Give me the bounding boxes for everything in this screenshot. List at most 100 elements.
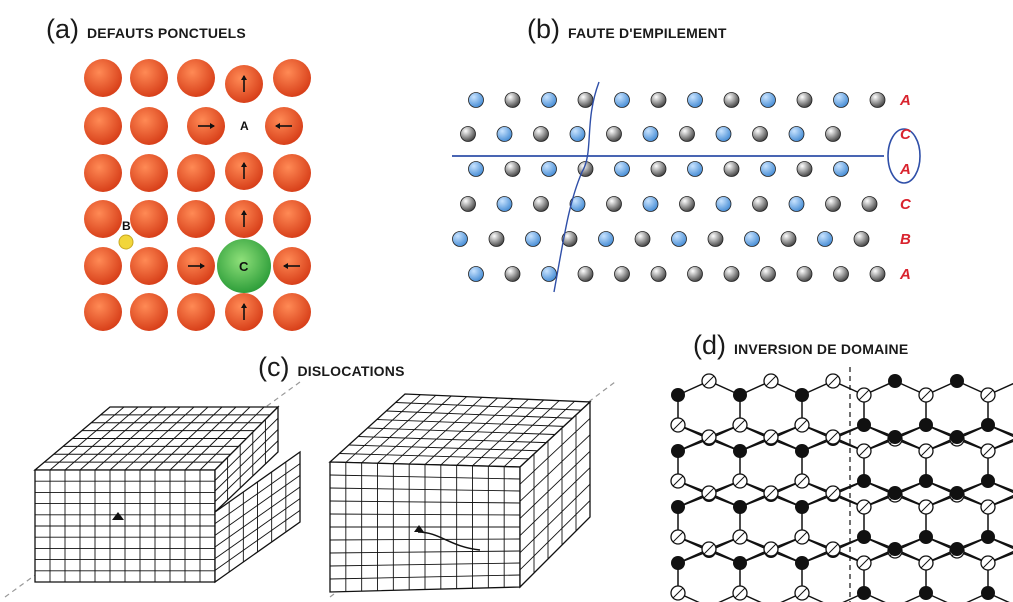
open-atom-slash — [920, 389, 932, 401]
stacking-letter: C — [900, 196, 912, 213]
substitutional-atom — [217, 239, 271, 293]
open-atom-slash — [765, 487, 777, 499]
grey-atom — [752, 126, 768, 142]
blue-atom — [452, 231, 468, 247]
filled-atom — [981, 530, 995, 544]
blue-atom — [541, 266, 557, 282]
grey-atom — [679, 196, 695, 212]
open-atom-slash — [827, 431, 839, 443]
filled-atom — [919, 586, 933, 600]
grey-atom — [460, 126, 476, 142]
grid-line — [214, 463, 301, 525]
filled-atom — [950, 374, 964, 388]
stacking-letter: B — [900, 231, 911, 248]
stacking-letter: A — [899, 266, 911, 283]
open-atom-slash — [765, 543, 777, 555]
filled-atom — [857, 474, 871, 488]
screw-dislocation-symbol — [414, 525, 424, 532]
grid-line — [519, 434, 591, 502]
open-atom-slash — [703, 431, 715, 443]
blue-atom — [687, 92, 703, 108]
grey-atom — [533, 196, 549, 212]
grid-line — [329, 562, 521, 567]
filled-atom — [795, 444, 809, 458]
grey-atom — [650, 92, 667, 108]
filled-atom — [733, 388, 747, 402]
grey-atom — [561, 231, 578, 247]
open-atom-slash — [734, 531, 746, 543]
edge-dislocation-symbol — [112, 512, 124, 520]
grid-line — [395, 402, 582, 411]
filled-atom — [795, 500, 809, 514]
open-atom-slash — [858, 389, 870, 401]
site-label-b: B — [122, 219, 131, 233]
blue-atom — [642, 196, 659, 212]
open-atom-slash — [920, 557, 932, 569]
blue-atom — [598, 231, 614, 247]
grid-line — [519, 483, 591, 554]
grey-atom — [606, 126, 622, 142]
stacking-letter: A — [899, 92, 911, 109]
grey-atom — [861, 196, 878, 212]
arrowhead — [241, 162, 247, 167]
grey-atom — [650, 161, 667, 177]
grey-atom — [833, 266, 849, 282]
domain-inversion-diagram — [670, 367, 1013, 602]
fault-curve-line — [553, 81, 600, 293]
grid-line — [214, 509, 301, 571]
grid-line — [339, 453, 529, 460]
blue-atom — [468, 92, 484, 108]
panel-c-label: (c) DISLOCATIONS — [258, 352, 405, 383]
screw-block-side-outline — [519, 400, 591, 589]
host-atom — [130, 200, 168, 238]
interstitial-atom — [118, 234, 134, 250]
host-atom — [84, 293, 122, 331]
blue-atom — [760, 92, 776, 108]
panel-b-letter: (b) — [527, 14, 560, 44]
blue-atom — [642, 126, 659, 142]
filled-atom — [671, 444, 685, 458]
grey-atom — [504, 92, 521, 108]
panel-b-title: FAUTE D'EMPILEMENT — [568, 25, 727, 41]
blue-atom — [833, 92, 849, 108]
panel-d-label: (d) INVERSION DE DOMAINE — [693, 330, 908, 361]
open-atom-slash — [703, 375, 715, 387]
grey-atom — [634, 231, 651, 247]
host-atom — [130, 107, 168, 145]
open-atom-slash — [796, 587, 808, 599]
blue-atom — [833, 161, 849, 177]
panel-c-title: DISLOCATIONS — [297, 363, 405, 379]
host-atom — [273, 59, 311, 97]
grey-atom — [796, 266, 813, 282]
edge-block-front — [34, 469, 216, 583]
filled-atom — [888, 486, 902, 500]
grid-line — [214, 429, 279, 492]
grey-atom — [780, 231, 797, 247]
grid-line — [329, 513, 521, 516]
blue-atom — [760, 161, 776, 177]
grid-line — [348, 444, 538, 452]
open-atom-slash — [734, 419, 746, 431]
open-atom-slash — [858, 445, 870, 457]
grey-atom — [577, 266, 594, 282]
filled-atom — [733, 556, 747, 570]
filled-atom — [733, 444, 747, 458]
filled-atom — [919, 418, 933, 432]
panel-a-label: (a) DEFAUTS PONCTUELS — [46, 14, 246, 45]
open-atom-slash — [796, 475, 808, 487]
edge-step-side — [214, 450, 301, 584]
grid-line — [376, 419, 564, 427]
grey-atom — [752, 196, 768, 212]
open-atom-slash — [982, 389, 994, 401]
grey-atom — [707, 231, 724, 247]
edge-block-side — [214, 405, 279, 514]
open-atom-slash — [858, 557, 870, 569]
blue-atom — [496, 126, 513, 142]
filled-atom — [857, 418, 871, 432]
open-atom-slash — [672, 587, 684, 599]
filled-atom — [950, 430, 964, 444]
grid-line — [329, 574, 521, 580]
filled-atom — [857, 530, 871, 544]
grid-line — [214, 486, 301, 548]
grid-line — [358, 436, 547, 444]
